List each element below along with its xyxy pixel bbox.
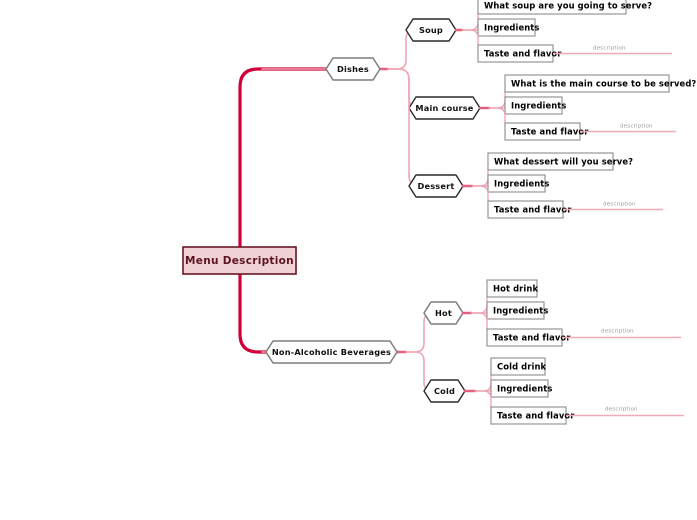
leaf-node-cold-drink[interactable] — [490, 357, 546, 376]
node-hot[interactable] — [423, 301, 464, 325]
description-label-dessert: description — [603, 202, 636, 208]
node-hot-label: Hot — [435, 308, 452, 318]
leaf-node-ingredients[interactable] — [477, 18, 536, 37]
description-label-soup: description — [593, 46, 626, 52]
node-dessert-label: Dessert — [417, 181, 454, 191]
node-main-course-label: Main course — [415, 103, 473, 113]
leaf-label-cold-drink: Cold drink — [497, 362, 547, 372]
leaf-label-what-soup-are-you-going-to-serve: What soup are you going to serve? — [484, 1, 652, 11]
description-label-cold: description — [605, 407, 638, 413]
description-label-hot: description — [601, 329, 634, 335]
leaf-label-ingredients: Ingredients — [497, 384, 552, 394]
leaf-label-taste-and-flavor: Taste and flavor — [511, 127, 589, 137]
leaf-node-ingredients[interactable] — [487, 174, 546, 193]
connector-dishes-to-dessert — [387, 68, 421, 187]
leaf-node-ingredients[interactable] — [486, 301, 545, 320]
leaf-node-what-is-the-main-course-to-be-served[interactable] — [504, 74, 670, 93]
leaf-label-ingredients: Ingredients — [493, 306, 548, 316]
branch-dishes[interactable] — [325, 57, 381, 81]
leaf-node-what-soup-are-you-going-to-serve[interactable] — [477, 0, 627, 15]
root-node-label: Menu Description — [185, 255, 294, 267]
leaf-label-ingredients: Ingredients — [494, 179, 549, 189]
leaf-node-what-dessert-will-you-serve[interactable] — [487, 152, 614, 171]
leaf-node-hot-drink[interactable] — [486, 279, 538, 298]
node-soup-label: Soup — [419, 25, 443, 35]
node-soup[interactable] — [405, 18, 457, 42]
leaf-label-hot-drink: Hot drink — [493, 284, 538, 294]
branch-dishes-label: Dishes — [337, 64, 369, 74]
trunk-connector — [238, 67, 328, 354]
leaf-node-ingredients[interactable] — [504, 96, 563, 115]
description-label-main-course: description — [620, 124, 653, 130]
branch-non-alcoholic-beverages[interactable] — [265, 340, 398, 364]
leaf-label-taste-and-flavor: Taste and flavor — [493, 333, 571, 343]
branch-non-alcoholic-beverages-label: Non-Alcoholic Beverages — [272, 347, 391, 357]
leaf-node-ingredients[interactable] — [490, 379, 549, 398]
root-node[interactable] — [182, 246, 297, 275]
leaf-label-taste-and-flavor: Taste and flavor — [494, 205, 572, 215]
leaf-label-taste-and-flavor: Taste and flavor — [484, 49, 562, 59]
node-cold-label: Cold — [434, 386, 455, 396]
node-dessert[interactable] — [408, 174, 464, 198]
leaf-label-what-is-the-main-course-to-be-served: What is the main course to be served? — [511, 79, 696, 89]
leaf-label-taste-and-flavor: Taste and flavor — [497, 411, 575, 421]
node-cold[interactable] — [423, 379, 466, 403]
leaf-label-ingredients: Ingredients — [484, 23, 539, 33]
leaf-label-what-dessert-will-you-serve: What dessert will you serve? — [494, 157, 633, 167]
leaf-label-ingredients: Ingredients — [511, 101, 566, 111]
